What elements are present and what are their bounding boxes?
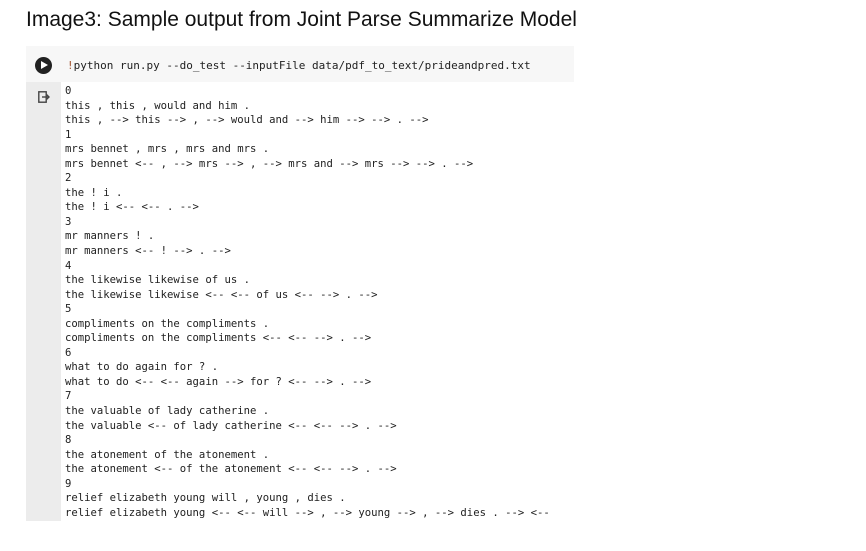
output-line: the atonement of the atonement . bbox=[65, 448, 270, 461]
output-line: 7 bbox=[65, 390, 72, 403]
figure-caption: Image3: Sample output from Joint Parse S… bbox=[26, 8, 577, 31]
output-line: the valuable <-- of lady catherine <-- <… bbox=[65, 419, 397, 432]
output-line: the ! i . bbox=[65, 186, 123, 199]
cell-output: 0 this , this , would and him . this , -->… bbox=[65, 84, 585, 520]
output-line: 8 bbox=[65, 434, 72, 447]
shell-command: python run.py --do_test --inputFile data… bbox=[73, 59, 531, 72]
output-line: 1 bbox=[65, 128, 72, 141]
output-line: the likewise likewise of us . bbox=[65, 274, 250, 287]
play-circle-icon[interactable] bbox=[35, 57, 52, 74]
output-line: what to do <-- <-- again --> for ? <-- -… bbox=[65, 375, 372, 388]
output-line: 9 bbox=[65, 477, 72, 490]
output-line: mr manners <-- ! --> . --> bbox=[65, 245, 231, 258]
output-line: 4 bbox=[65, 259, 72, 272]
output-line: 3 bbox=[65, 215, 72, 228]
code-cell-input[interactable]: !python run.py --do_test --inputFile dat… bbox=[26, 46, 574, 82]
output-line: 2 bbox=[65, 172, 72, 185]
output-line: 6 bbox=[65, 346, 72, 359]
output-line: 0 bbox=[65, 85, 72, 97]
output-line: compliments on the compliments . bbox=[65, 317, 270, 330]
output-line: mrs bennet , mrs , mrs and mrs . bbox=[65, 143, 270, 156]
command-text[interactable]: !python run.py --do_test --inputFile dat… bbox=[67, 59, 531, 72]
output-line: the likewise likewise <-- <-- of us <-- … bbox=[65, 288, 378, 301]
output-line: mrs bennet <-- , --> mrs --> , --> mrs a… bbox=[65, 157, 474, 170]
output-line: the ! i <-- <-- . --> bbox=[65, 201, 199, 214]
output-line: what to do again for ? . bbox=[65, 361, 219, 374]
output-arrow-icon[interactable] bbox=[38, 91, 50, 103]
output-line: compliments on the compliments <-- <-- -… bbox=[65, 332, 372, 345]
output-line: 5 bbox=[65, 303, 72, 316]
output-gutter bbox=[26, 82, 61, 521]
output-line: this , --> this --> , --> would and --> … bbox=[65, 114, 429, 127]
output-line: relief elizabeth young will , young , di… bbox=[65, 492, 346, 505]
shell-prefix: ! bbox=[67, 59, 74, 72]
output-line: the atonement <-- of the atonement <-- <… bbox=[65, 463, 397, 476]
output-line: mr manners ! . bbox=[65, 230, 155, 243]
output-line: the valuable of lady catherine . bbox=[65, 405, 270, 418]
output-line: relief elizabeth young <-- <-- will --> … bbox=[65, 506, 550, 519]
output-line: this , this , would and him . bbox=[65, 99, 250, 112]
